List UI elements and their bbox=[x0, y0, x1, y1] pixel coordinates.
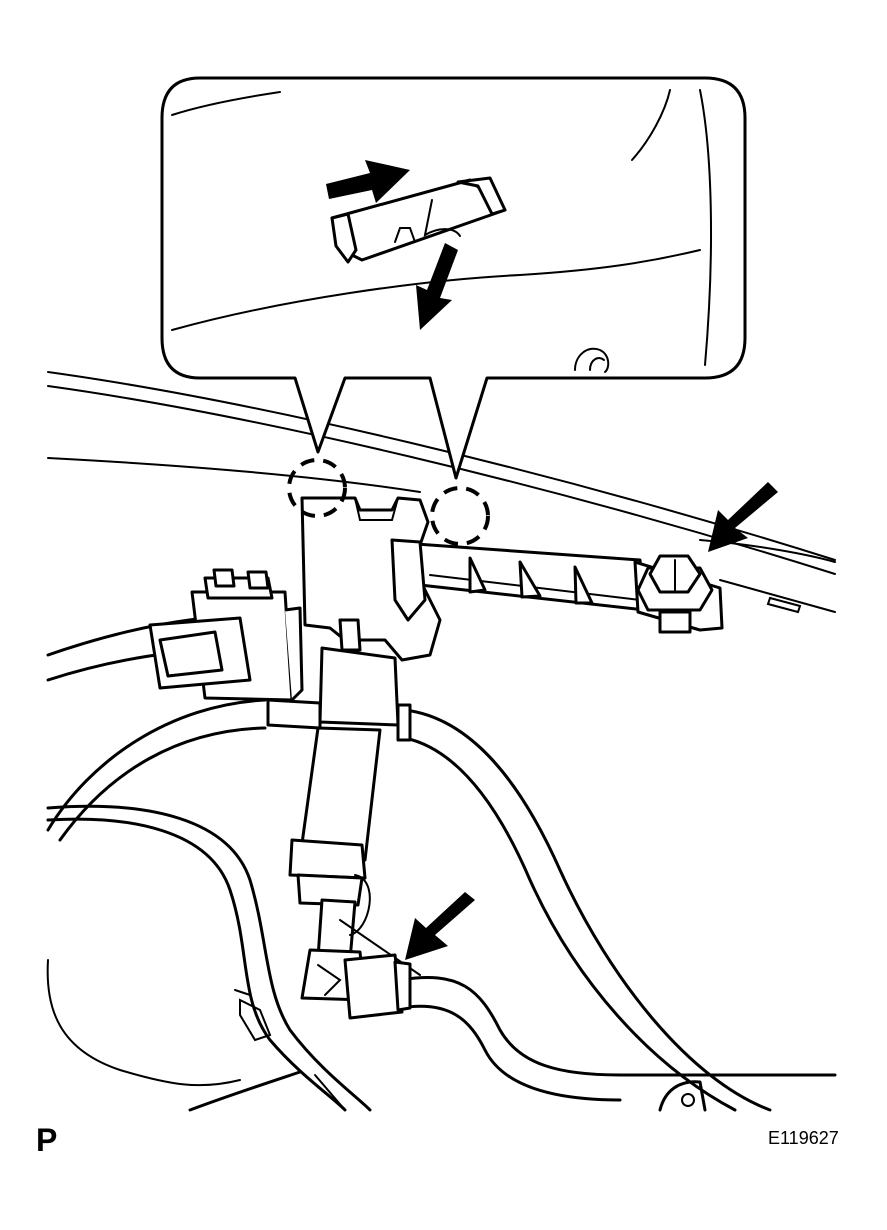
clip-right-marker bbox=[430, 486, 490, 546]
hose-clamp-arrow-icon bbox=[405, 892, 475, 960]
fender-panel bbox=[46, 804, 707, 1112]
wire-harness bbox=[46, 613, 837, 1112]
callout-detail bbox=[171, 89, 713, 373]
hose-joint bbox=[300, 948, 412, 1020]
washer-hose bbox=[266, 646, 421, 976]
figure-id: E119627 bbox=[768, 1128, 839, 1148]
washer-nozzle bbox=[300, 496, 442, 662]
clip-left-marker bbox=[287, 458, 347, 518]
body-panel-lines bbox=[47, 371, 836, 614]
side-connector bbox=[148, 568, 304, 702]
push-arrow-icon bbox=[326, 160, 410, 203]
bolt-arrow-icon bbox=[708, 482, 778, 552]
callout-bubble bbox=[160, 76, 747, 480]
pull-down-arrow-icon bbox=[416, 243, 458, 330]
corner-label: P bbox=[36, 1122, 58, 1158]
